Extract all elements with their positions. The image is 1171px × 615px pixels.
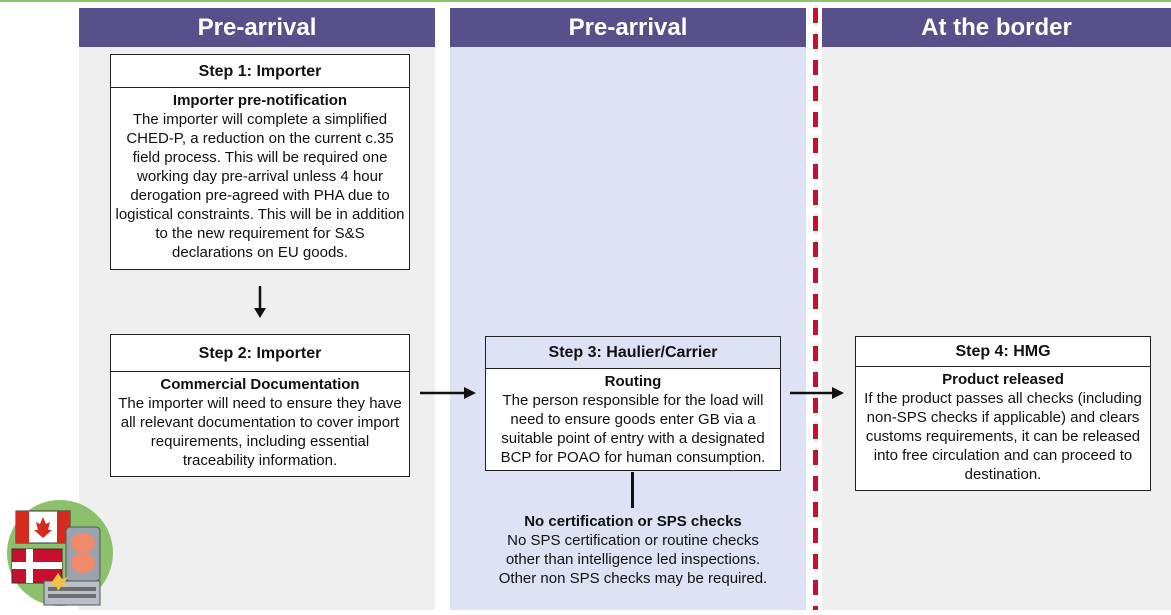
salmon-product-icon (65, 526, 101, 582)
top-accent-line (0, 0, 1171, 2)
step-1-body: The importer will complete a simplified … (115, 111, 405, 261)
step-3-title: Step 3: Haulier/Carrier (486, 337, 780, 369)
step-4-subtitle: Product released (942, 371, 1064, 388)
step-2-box: Step 2: Importer Commercial Documentatio… (110, 334, 410, 477)
step-3-subtitle: Routing (604, 373, 662, 390)
step-1-box: Step 1: Importer Importer pre-notificati… (110, 54, 410, 270)
column-background (822, 8, 1171, 610)
step-2-subtitle: Commercial Documentation (160, 376, 360, 393)
border-dashed-line (813, 8, 818, 610)
column-header: Pre-arrival (450, 8, 806, 47)
arrow-right-icon (420, 387, 476, 399)
column-header: Pre-arrival (79, 8, 435, 47)
arrow-right-icon (790, 387, 844, 399)
product-origin-illustration (6, 497, 114, 610)
no-checks-body: No SPS certification or routine checks o… (498, 532, 768, 587)
connector-line (631, 472, 634, 508)
step-4-box: Step 4: HMG Product released If the prod… (855, 336, 1151, 491)
step-1-title: Step 1: Importer (111, 55, 409, 88)
denmark-flag-icon (11, 548, 63, 584)
fish-can-icon (43, 573, 101, 606)
canada-flag-icon (15, 510, 71, 544)
step-1-subtitle: Importer pre-notification (172, 92, 348, 109)
column-background (450, 8, 806, 610)
column-header: At the border (822, 8, 1171, 47)
column-at-the-border: At the border (822, 8, 1171, 610)
no-checks-note: No certification or SPS checks No SPS ce… (490, 512, 776, 588)
step-4-title: Step 4: HMG (856, 337, 1150, 367)
step-3-body: The person responsible for the load will… (500, 392, 766, 466)
arrow-down-icon (254, 286, 266, 318)
step-4-body: If the product passes all checks (includ… (864, 390, 1142, 483)
column-pre-arrival-2: Pre-arrival (450, 8, 806, 610)
no-checks-title: No certification or SPS checks (524, 513, 742, 530)
step-2-title: Step 2: Importer (111, 335, 409, 372)
step-2-body: The importer will need to ensure they ha… (118, 395, 402, 469)
step-3-box: Step 3: Haulier/Carrier Routing The pers… (485, 336, 781, 471)
